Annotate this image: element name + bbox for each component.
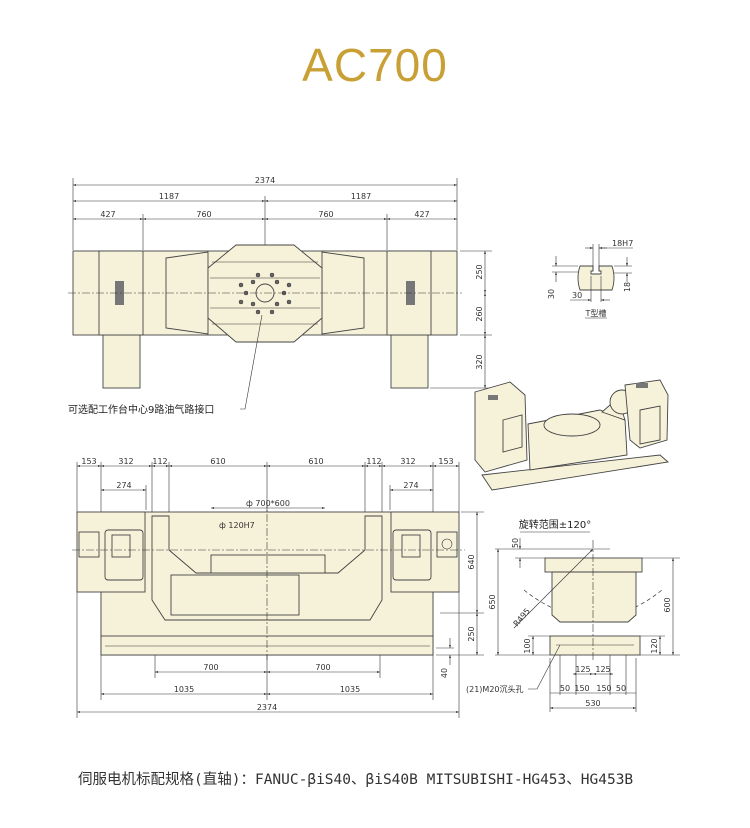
isometric-view [474, 379, 670, 491]
front-overall: 2374 [257, 703, 277, 712]
spacing-150-left: 150 [574, 684, 589, 693]
front-dim-5: 610 [308, 457, 323, 466]
front-view: 153 312 112 610 610 112 312 153 274 274 … [72, 457, 484, 718]
dim-leg: 320 [475, 354, 484, 369]
side-d100: 100 [523, 638, 532, 653]
front-dim-1: 153 [81, 457, 96, 466]
spacing-50-right: 50 [616, 684, 626, 693]
callout-oil-gas-port: 可选配工作台中心9路油气路接口 [68, 403, 214, 416]
dim-h-lower: 260 [475, 306, 484, 321]
spacing-125-right: 125 [595, 665, 610, 674]
front-dim-3: 112 [152, 457, 167, 466]
bottom-700-left: 700 [203, 663, 218, 672]
front-dim-4: 610 [210, 457, 225, 466]
tslot-bottom-width: 30 [572, 291, 582, 300]
dim-overall: 2374 [255, 176, 275, 185]
dim-half-left: 1187 [159, 192, 179, 201]
front-dim-2: 312 [118, 457, 133, 466]
product-title: AC700 [302, 39, 448, 91]
tslot-caption: T型槽 [585, 308, 607, 318]
base-width: 530 [585, 699, 600, 708]
dim-inner-left: 760 [196, 210, 211, 219]
logo-plate-left [115, 281, 124, 305]
side-d50: 50 [511, 538, 520, 548]
dim-side-right: 427 [414, 210, 429, 219]
side-radius: R495 [512, 607, 532, 629]
tslot-depth-right: 18 [623, 282, 632, 292]
tslot-width: 18H7 [612, 239, 633, 248]
top-view: 2374 1187 1187 427 760 760 427 250 260 3… [68, 176, 492, 416]
front-dim-7: 312 [400, 457, 415, 466]
holes-callout: (21)M20沉头孔 [466, 684, 524, 694]
tslot-depth-left: 30 [547, 289, 556, 299]
dim-h-upper: 250 [475, 264, 484, 279]
base-dim: 40 [440, 668, 449, 678]
motor-dim-right: 274 [403, 481, 418, 490]
spacing-50-left: 50 [560, 684, 570, 693]
front-dim-6: 112 [366, 457, 381, 466]
height-upper: 640 [467, 554, 476, 569]
front-dim-8: 153 [438, 457, 453, 466]
side-view: 旋转范围±120° 50 650 600 R495 [466, 518, 680, 712]
bottom-1035-left: 1035 [174, 685, 194, 694]
bottom-1035-right: 1035 [340, 685, 360, 694]
bottom-700-right: 700 [315, 663, 330, 672]
fixture-dim: ф 700*600 [246, 499, 290, 508]
bore-dim: ф 120H7 [219, 521, 255, 530]
dim-side-left: 427 [100, 210, 115, 219]
side-d120: 120 [650, 638, 659, 653]
side-d600: 600 [663, 597, 672, 612]
servo-motor-spec: 伺服电机标配规格(直轴)：FANUC-βiS40、βiS40B MITSUBIS… [78, 772, 634, 788]
dim-half-right: 1187 [351, 192, 371, 201]
t-slot-detail: 18H7 30 30 18 T型槽 [547, 239, 633, 319]
rotation-range: 旋转范围±120° [519, 518, 591, 531]
spacing-150-right: 150 [596, 684, 611, 693]
dim-inner-right: 760 [318, 210, 333, 219]
motor-dim-left: 274 [116, 481, 131, 490]
spacing-125-left: 125 [575, 665, 590, 674]
side-d650: 650 [488, 594, 497, 609]
height-lower: 250 [467, 626, 476, 641]
